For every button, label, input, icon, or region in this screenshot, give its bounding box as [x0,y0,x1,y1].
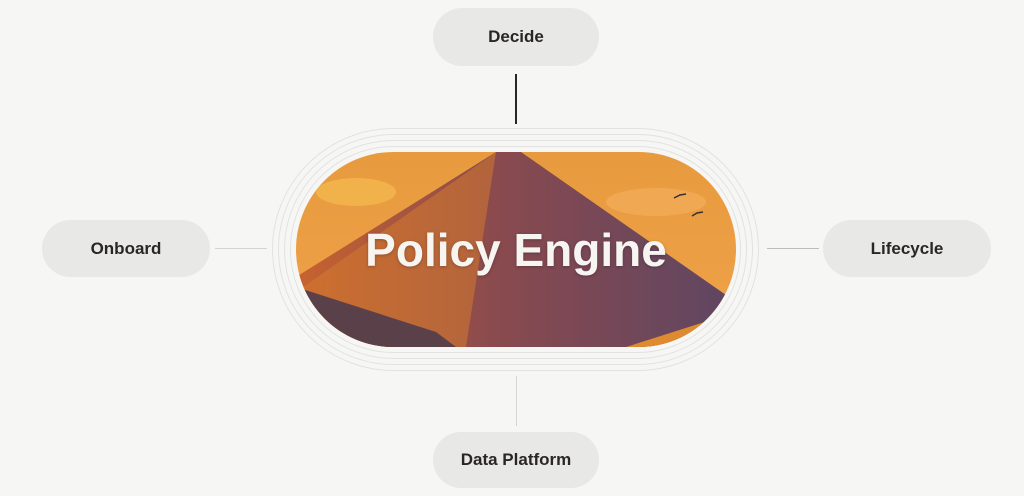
node-label: Onboard [90,238,162,258]
node-decide[interactable]: Decide [433,8,599,66]
outer-ring [272,128,759,371]
ring [290,146,741,353]
node-onboard[interactable]: Onboard [42,220,210,277]
connector-left [215,248,267,249]
connector-right [767,248,819,249]
node-data-platform[interactable]: Data Platform [433,432,599,488]
connector-top [515,74,517,124]
ring [284,140,747,359]
policy-engine-node[interactable]: Policy Engine [296,152,736,347]
mountain-illustration [296,152,736,347]
node-label: Data Platform [460,450,572,469]
node-lifecycle[interactable]: Lifecycle [823,220,991,277]
center-title: Policy Engine [365,223,667,276]
node-label: Lifecycle [870,238,944,258]
ring [278,134,753,365]
node-label: Decide [488,27,544,46]
connector-bottom [516,376,517,426]
